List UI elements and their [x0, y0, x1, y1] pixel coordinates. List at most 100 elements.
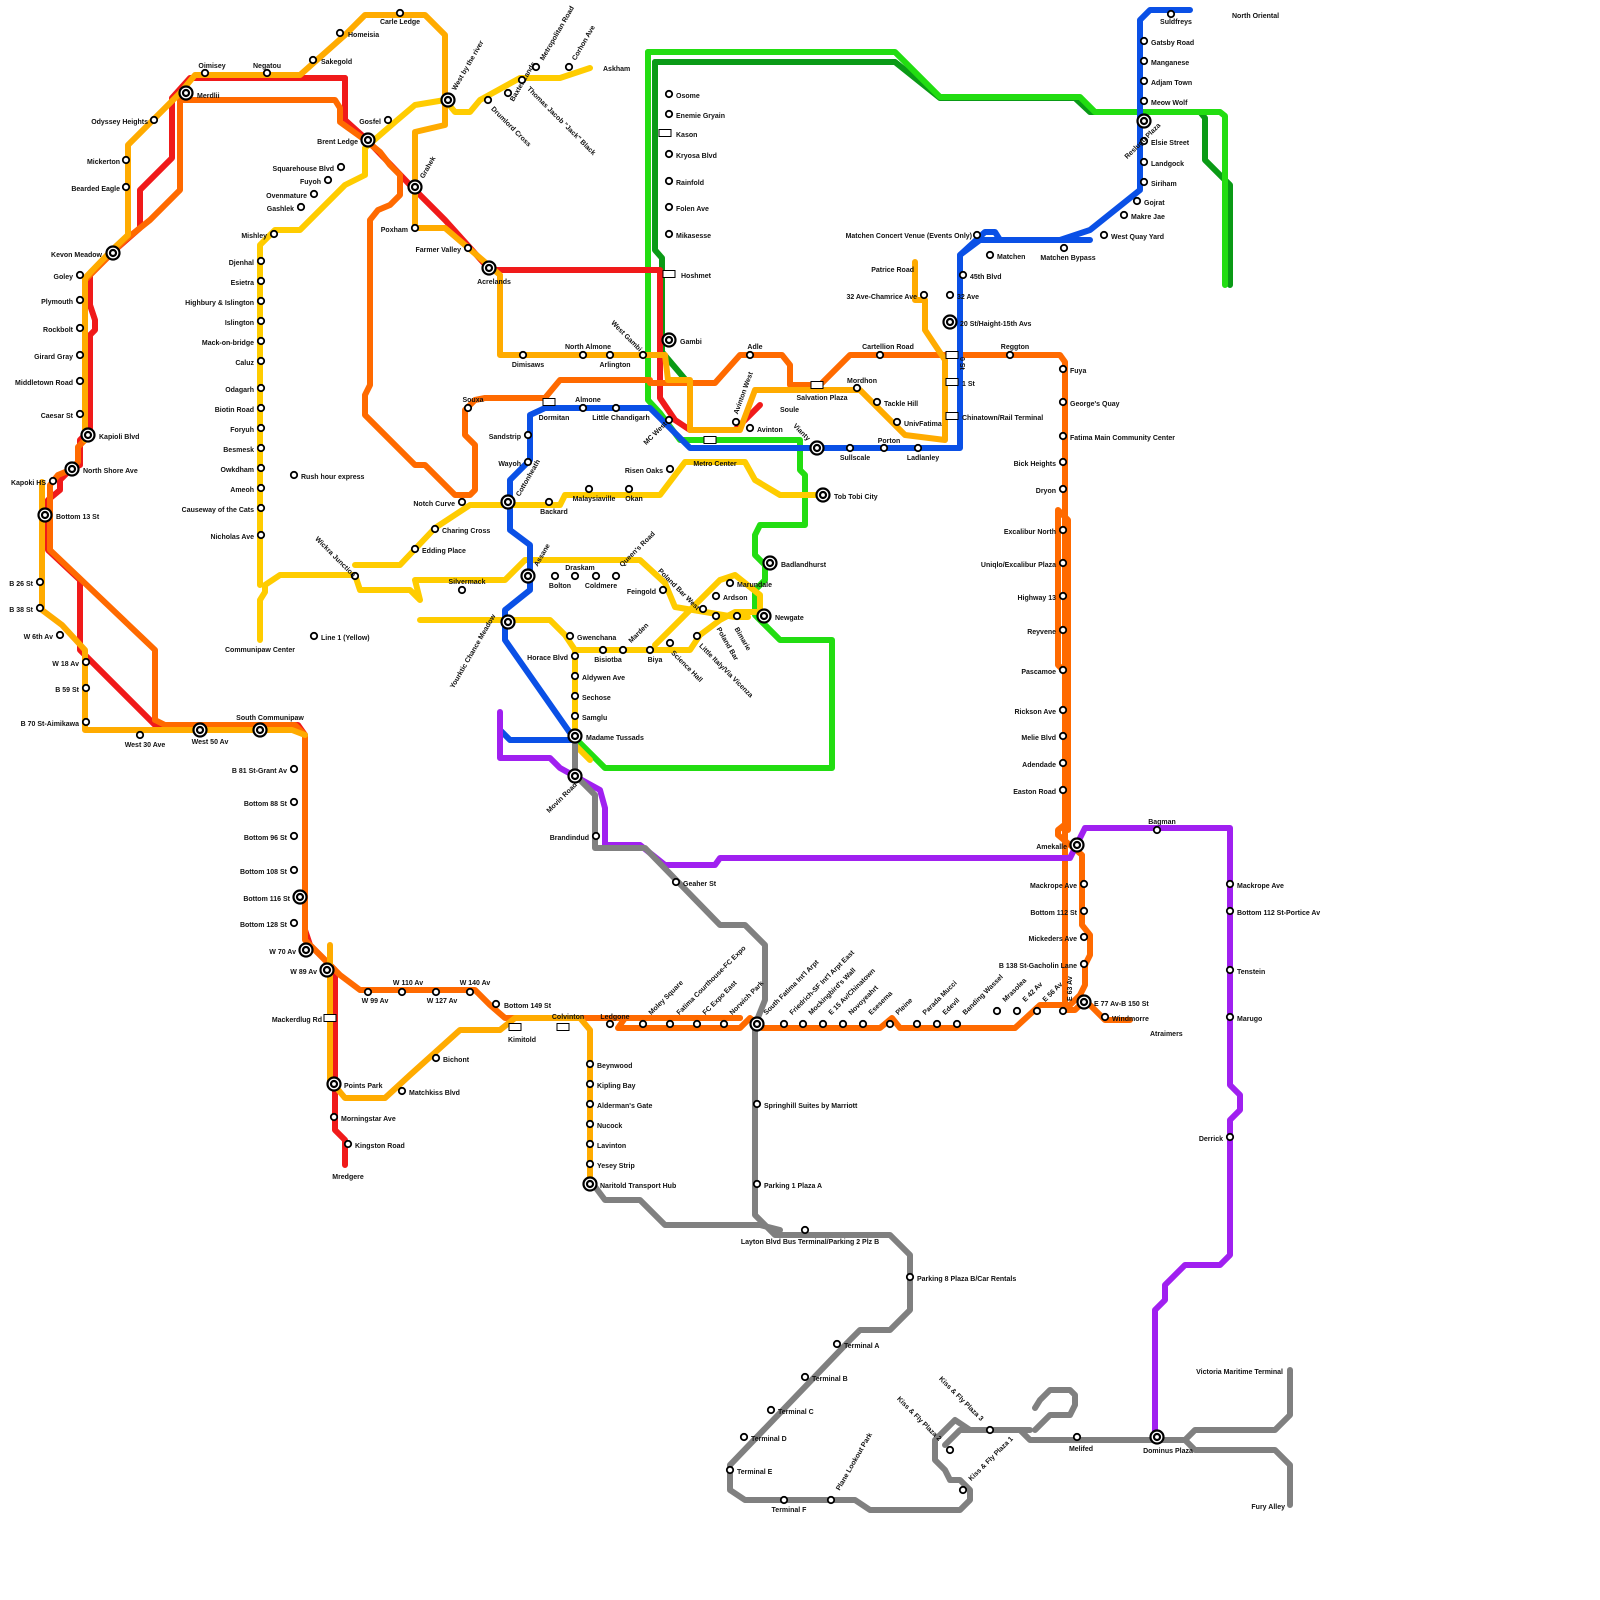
station-suldfreys[interactable]: Suldfreys [1160, 9, 1192, 26]
station-dryon[interactable]: Dryon [1036, 484, 1068, 495]
station-fuyoh[interactable]: Fuyoh [300, 175, 333, 186]
station-univfatima[interactable]: UnivFatima [892, 417, 942, 428]
station-hoshmet[interactable]: Hoshmet [662, 270, 712, 280]
station-adjam-town[interactable]: Adjam Town [1139, 76, 1192, 87]
station-souxa[interactable]: Souxa [462, 397, 484, 413]
station-besmesk[interactable]: Besmesk [223, 443, 266, 454]
station-fuya[interactable]: Fuya [1058, 364, 1087, 375]
station-caesar-st[interactable]: Caesar St [41, 409, 85, 420]
station-matchkiss[interactable]: Matchkiss Blvd [397, 1086, 460, 1097]
station-easton-road[interactable]: Easton Road [1013, 785, 1068, 796]
station-e77-av[interactable]: E 77 Av-B 150 St [1076, 994, 1150, 1010]
station-mack-on-bridge[interactable]: Mack-on-bridge [202, 336, 266, 347]
station-matchen-bypass[interactable]: Matchen Bypass [1040, 243, 1096, 262]
station-w140-av[interactable]: W 140 Av [460, 980, 491, 997]
station-badlandhurst[interactable]: Badlandhurst [762, 555, 827, 571]
station-derrick[interactable]: Derrick [1199, 1132, 1235, 1143]
station-west-30-ave[interactable]: West 30 Ave [125, 730, 166, 749]
station-feingold[interactable]: Feingold [627, 585, 668, 596]
station-acrelands[interactable]: Acrelands [477, 260, 511, 286]
station-parking1[interactable]: Parking 1 Plaza A [752, 1179, 822, 1190]
station-tenstein[interactable]: Tenstein [1225, 965, 1265, 976]
station-bottom-96[interactable]: Bottom 96 St [244, 831, 299, 842]
station-girard-gray[interactable]: Girard Gray [34, 350, 85, 361]
station-kimitold[interactable]: Kimitold [508, 1023, 536, 1044]
station-nucock[interactable]: Nucock [585, 1119, 623, 1130]
station-kevon-meadow[interactable]: Kevon Meadow [51, 245, 121, 261]
station-soule[interactable]: Soule [780, 407, 799, 414]
station-biotin-road[interactable]: Biotin Road [215, 403, 266, 414]
station-patrice-road[interactable]: Patrice Road [871, 267, 914, 274]
station-askham[interactable]: Askham [603, 66, 630, 73]
station-south-communipaw[interactable]: South Communipaw [236, 715, 304, 738]
station-owkdham[interactable]: Owkdham [221, 463, 266, 474]
station-melifed[interactable]: Melifed [1069, 1432, 1093, 1453]
station-north-oriental[interactable]: North Oriental [1232, 13, 1279, 20]
station-chinatown-rail[interactable]: Chinatown/Rail Terminal [945, 412, 1043, 422]
station-terminal-e[interactable]: Terminal E [725, 1465, 773, 1476]
station-aldermans-gate[interactable]: Alderman's Gate [585, 1099, 653, 1110]
station-odagarh[interactable]: Odagarh [225, 383, 266, 394]
station-lavinton[interactable]: Lavinton [585, 1139, 626, 1150]
station-matchen-concert[interactable]: Matchen Concert Venue (Events Only) [846, 230, 982, 240]
station-excalibur-north[interactable]: Excalibur North [1004, 525, 1068, 536]
station-first-st[interactable]: 1 St [945, 378, 976, 388]
station-movin-road[interactable]: Movin Road [546, 768, 583, 815]
station-mackrope-ave-e[interactable]: Mackrope Ave [1225, 879, 1284, 890]
station-bottom-116[interactable]: Bottom 116 St [243, 889, 308, 905]
station-thirtytwo-chamrice[interactable]: 32 Ave-Chamrice Ave [846, 290, 929, 301]
station-kason[interactable]: Kason [658, 129, 697, 139]
station-thirtytwo-ave[interactable]: 32 Ave [945, 290, 979, 301]
station-mishley[interactable]: Mishley [241, 229, 279, 240]
station-b26-st[interactable]: B 26 St [9, 577, 45, 588]
station-colvinton[interactable]: Colvinton [552, 1014, 584, 1031]
station-terminal-b[interactable]: Terminal B [800, 1372, 848, 1383]
station-bottom-149[interactable]: Bottom 149 St [491, 999, 552, 1010]
station-springhill[interactable]: Springhill Suites by Marriott [752, 1099, 858, 1110]
station-w127-av[interactable]: W 127 Av [427, 987, 458, 1005]
station-kipling-bay[interactable]: Kipling Bay [585, 1079, 636, 1090]
station-ameoh[interactable]: Ameoh [230, 483, 266, 494]
station-avinton[interactable]: Avinton [745, 423, 783, 434]
station-manganese[interactable]: Manganese [1139, 56, 1189, 67]
station-reggton[interactable]: Reggton [1001, 344, 1029, 360]
station-samglu[interactable]: Samglu [570, 711, 607, 722]
station-bisiotba[interactable]: Bisiotba [594, 645, 622, 664]
station-merdlii[interactable]: Merdlii [178, 85, 220, 101]
station-west-50-av[interactable]: West 50 Av [192, 722, 229, 746]
station-metro-center[interactable]: Metro Center [693, 436, 737, 468]
station-nicholas-ave[interactable]: Nicholas Ave [211, 530, 266, 541]
station-bottom-128[interactable]: Bottom 128 St [240, 918, 299, 929]
station-farmer-valley[interactable]: Farmer Valley [415, 243, 473, 254]
station-mickeders[interactable]: Mickeders Ave [1028, 932, 1089, 943]
station-north-almone[interactable]: North Almone [565, 344, 611, 360]
station-matchen[interactable]: Matchen [985, 250, 1026, 261]
station-corhon-ave[interactable]: Corhon Ave [564, 24, 597, 72]
station-bottom-112-portice[interactable]: Bottom 112 St-Portice Av [1225, 906, 1320, 917]
station-islington[interactable]: Islington [225, 316, 266, 327]
station-highbury[interactable]: Highbury & Islington [185, 296, 266, 307]
station-poxham[interactable]: Poxham [381, 223, 420, 234]
station-ovenmature[interactable]: Ovenmature [266, 189, 319, 200]
station-pleine[interactable]: Pleine [885, 997, 915, 1029]
station-w89-av[interactable]: W 89 Av [290, 962, 335, 978]
station-coldmere[interactable]: Coldmere [585, 571, 617, 590]
station-terminal-d[interactable]: Terminal D [739, 1432, 787, 1443]
station-w110-av[interactable]: W 110 Av [393, 980, 423, 997]
station-morningstar[interactable]: Morningstar Ave [329, 1112, 396, 1123]
station-carle-ledge[interactable]: Carle Ledge [380, 8, 420, 26]
station-bolton[interactable]: Bolton [549, 571, 571, 590]
station-notch-curve[interactable]: Notch Curve [413, 497, 467, 508]
station-b138-st[interactable]: B 138 St-Gacholin Lane [999, 959, 1089, 970]
station-madame-tussads[interactable]: Madame Tussads [567, 728, 644, 744]
station-twenty-st[interactable]: 20 St/Haight-15th Avs [942, 314, 1032, 330]
station-dominus-plaza[interactable]: Dominus Plaza [1143, 1429, 1193, 1455]
station-sakegold[interactable]: Sakegold [308, 55, 352, 66]
station-almone[interactable]: Almone [575, 397, 601, 413]
station-reslugo-plaza[interactable]: Reslugo Plaza [1124, 113, 1163, 161]
station-thomas-jacob[interactable]: Thomas Jacob "Jack" Black [517, 75, 597, 157]
station-kryosa[interactable]: Kryosa Blvd [664, 149, 717, 160]
station-oimisey[interactable]: Oimisey [198, 63, 226, 78]
station-biya[interactable]: Biya [645, 645, 663, 664]
station-homeisia[interactable]: Homeisia [335, 28, 379, 39]
